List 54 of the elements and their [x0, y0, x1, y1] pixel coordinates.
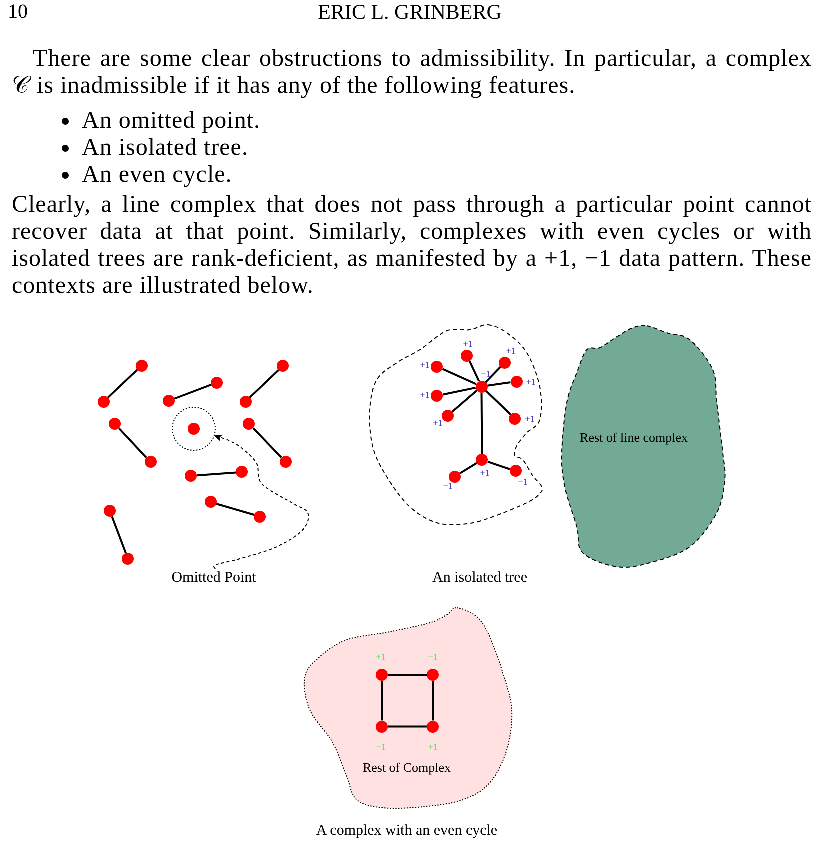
- value-label: +1: [428, 742, 438, 752]
- edge-line: [442, 386, 476, 396]
- edge-line: [468, 361, 480, 382]
- value-label: +1: [433, 418, 443, 428]
- edge-line: [108, 369, 138, 398]
- edge-line: [432, 681, 434, 721]
- edge-line: [480, 392, 484, 454]
- value-label: +1: [420, 360, 430, 370]
- value-label: +1: [526, 377, 536, 387]
- value-label: +1: [480, 468, 490, 478]
- edge-line: [118, 428, 148, 459]
- region-label: Rest of line complex: [580, 430, 688, 446]
- dashed-region-outline: [367, 322, 545, 527]
- edge-line: [488, 460, 510, 470]
- edge-line: [488, 382, 511, 387]
- edge-line: [381, 681, 383, 721]
- edge-line: [485, 366, 502, 384]
- value-label: −1: [376, 742, 386, 752]
- callout-label: Omitted Point: [166, 569, 262, 587]
- value-label: −1: [443, 481, 453, 491]
- paragraph-text: There are some clear obstructions to admissibility. In particular, a complex 𝒞 is inadmissible if it has any of the following features.: [12, 46, 812, 100]
- list-item-text: An isolated tree.: [82, 135, 248, 162]
- edge-line: [196, 472, 236, 477]
- edge-line: [111, 516, 128, 554]
- dotted-circle: [172, 407, 216, 451]
- running-head: ERIC L. GRINBERG: [318, 0, 502, 24]
- value-label: +1: [525, 414, 535, 424]
- shaded-region: [559, 323, 728, 570]
- page-number: 10: [8, 0, 28, 24]
- list-item-text: An even cycle.: [82, 162, 232, 189]
- edge-line: [485, 390, 512, 416]
- value-label: +1: [463, 339, 473, 349]
- edge-line: [442, 368, 477, 386]
- edge-line: [216, 503, 255, 516]
- figure-caption: An isolated tree: [432, 569, 528, 587]
- edge-line: [249, 369, 280, 398]
- value-label: −1: [518, 477, 528, 487]
- value-label: −1: [428, 652, 438, 662]
- edge-line: [460, 462, 478, 474]
- figure-caption: A complex with an even cycle: [316, 822, 498, 840]
- edge-line: [174, 384, 212, 400]
- region-label: Rest of Complex: [362, 760, 452, 776]
- edge-line: [252, 428, 282, 458]
- list-item-text: An omitted point.: [82, 108, 260, 135]
- value-label: +1: [376, 652, 386, 662]
- shaded-region: [302, 605, 515, 811]
- edge-line: [388, 674, 428, 676]
- value-label: +1: [420, 390, 430, 400]
- value-label: +1: [506, 346, 516, 356]
- paragraph-text: Clearly, a line complex that does not pass through a particular point cannot recover data at that point. Similarly, complexes with even cycles or with isolated trees are rank-deficient, as manifested by a +1, −1 data pattern. These contexts are illustrated below.: [12, 192, 812, 300]
- edge-line: [388, 726, 428, 728]
- edge-line: [452, 390, 478, 413]
- value-label: −1: [481, 369, 491, 379]
- arrow: [214, 434, 310, 570]
